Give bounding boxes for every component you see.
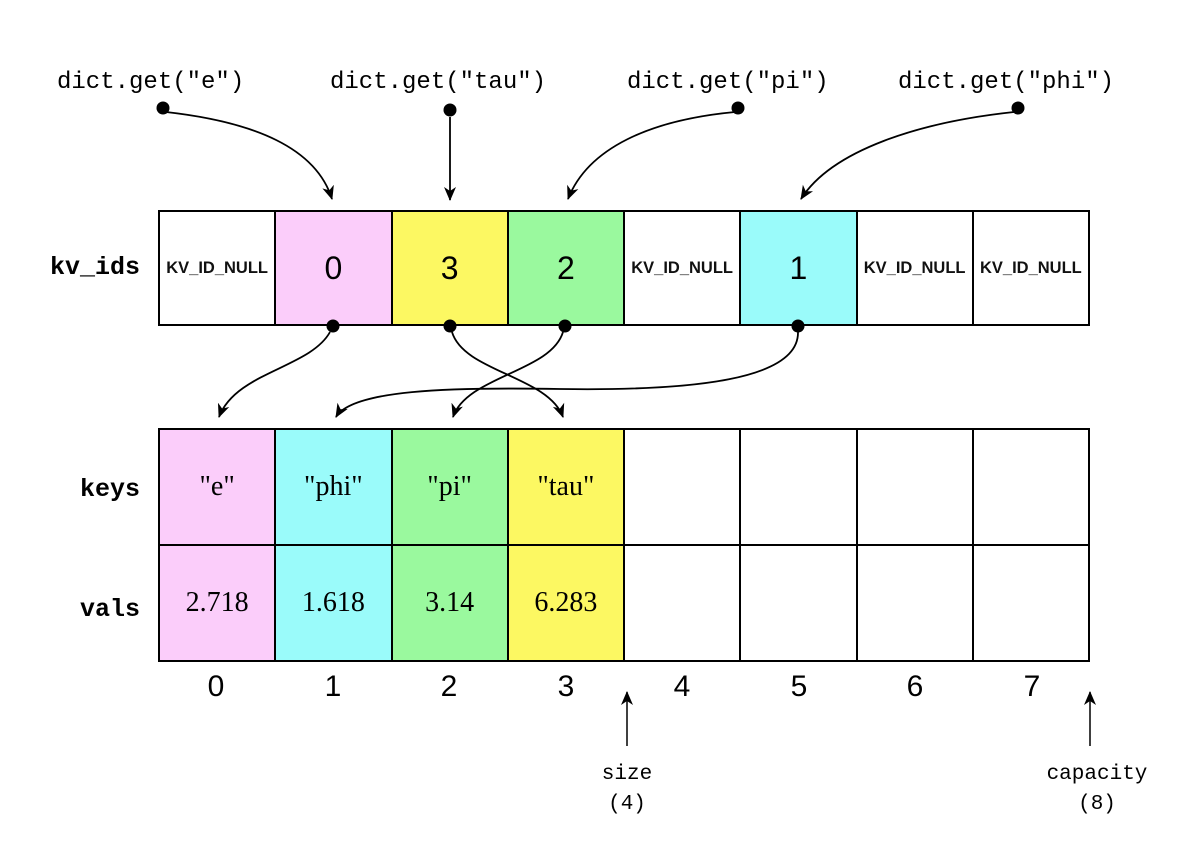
lookup-label-tau: dict.get("tau") bbox=[330, 69, 547, 96]
lookup-label-pi: dict.get("pi") bbox=[627, 69, 829, 96]
keys-cell-3: "tau" bbox=[508, 430, 625, 544]
lookup-dot-pi bbox=[731, 101, 745, 115]
id-arrow-0 bbox=[218, 331, 331, 418]
lookup-dot-e bbox=[156, 101, 170, 115]
vals-cell-1: 1.618 bbox=[276, 546, 393, 660]
slot-index-2: 2 bbox=[440, 670, 458, 703]
lookup-arrow-e bbox=[165, 111, 334, 200]
slot-index-0: 0 bbox=[207, 670, 225, 703]
lookup-dot-tau bbox=[443, 103, 457, 117]
kv-ids-cell-4: KV_ID_NULL bbox=[625, 212, 742, 324]
size-value: (4) bbox=[608, 793, 646, 816]
kv-ids-cell-3: 2 bbox=[508, 212, 625, 324]
size-label: size bbox=[601, 763, 653, 786]
vals-cell-6 bbox=[857, 546, 974, 660]
capacity-label: capacity bbox=[1046, 763, 1148, 786]
keys-cell-4 bbox=[625, 430, 742, 544]
keys-cell-0: "e" bbox=[160, 430, 277, 544]
slot-index-1: 1 bbox=[324, 670, 342, 703]
kv-ids-cell-2: 3 bbox=[392, 212, 509, 324]
id-arrow-3 bbox=[451, 331, 565, 418]
size-note: size (4) bbox=[517, 760, 737, 820]
slot-index-3: 3 bbox=[557, 670, 575, 703]
vals-cell-4 bbox=[625, 546, 742, 660]
slot-index-7: 7 bbox=[1023, 670, 1041, 703]
vals-cell-3: 6.283 bbox=[508, 546, 625, 660]
lookup-arrow-pi bbox=[567, 111, 736, 200]
kv-ids-cell-7: KV_ID_NULL bbox=[973, 212, 1088, 324]
lookup-label-e: dict.get("e") bbox=[57, 69, 245, 96]
capacity-note: capacity (8) bbox=[987, 760, 1200, 820]
kv-ids-cell-0: KV_ID_NULL bbox=[160, 212, 277, 324]
slot-index-4: 4 bbox=[673, 670, 691, 703]
slot-index-5: 5 bbox=[790, 670, 808, 703]
lookup-dot-phi bbox=[1011, 101, 1025, 115]
keys-cell-7 bbox=[973, 430, 1088, 544]
kv-ids-row-label: kv_ids bbox=[49, 253, 140, 282]
vals-row-label: vals bbox=[79, 595, 140, 624]
kv-ids-cell-5: 1 bbox=[741, 212, 858, 324]
kv-ids-cell-6: KV_ID_NULL bbox=[857, 212, 974, 324]
vals-cell-7 bbox=[973, 546, 1088, 660]
vals-cell-5 bbox=[741, 546, 858, 660]
keys-cell-5 bbox=[741, 430, 858, 544]
keys-cell-6 bbox=[857, 430, 974, 544]
keys-cell-2: "pi" bbox=[392, 430, 509, 544]
kv-ids-array: KV_ID_NULL 0 3 2 KV_ID_NULL 1 KV_ID_NULL… bbox=[158, 210, 1090, 326]
lookup-arrow-phi bbox=[800, 111, 1015, 200]
keys-cell-1: "phi" bbox=[276, 430, 393, 544]
keys-row: "e" "phi" "pi" "tau" bbox=[160, 430, 1088, 546]
id-arrow-2 bbox=[451, 331, 564, 418]
keys-vals-array: "e" "phi" "pi" "tau" 2.718 1.618 3.14 6.… bbox=[158, 428, 1090, 662]
lookup-label-phi: dict.get("phi") bbox=[898, 69, 1115, 96]
capacity-value: (8) bbox=[1078, 793, 1116, 816]
slot-index-6: 6 bbox=[906, 670, 924, 703]
vals-cell-0: 2.718 bbox=[160, 546, 277, 660]
id-arrow-1 bbox=[335, 331, 799, 418]
keys-row-label: keys bbox=[79, 475, 140, 504]
vals-cell-2: 3.14 bbox=[392, 546, 509, 660]
vals-row: 2.718 1.618 3.14 6.283 bbox=[160, 546, 1088, 660]
kv-ids-cell-1: 0 bbox=[276, 212, 393, 324]
